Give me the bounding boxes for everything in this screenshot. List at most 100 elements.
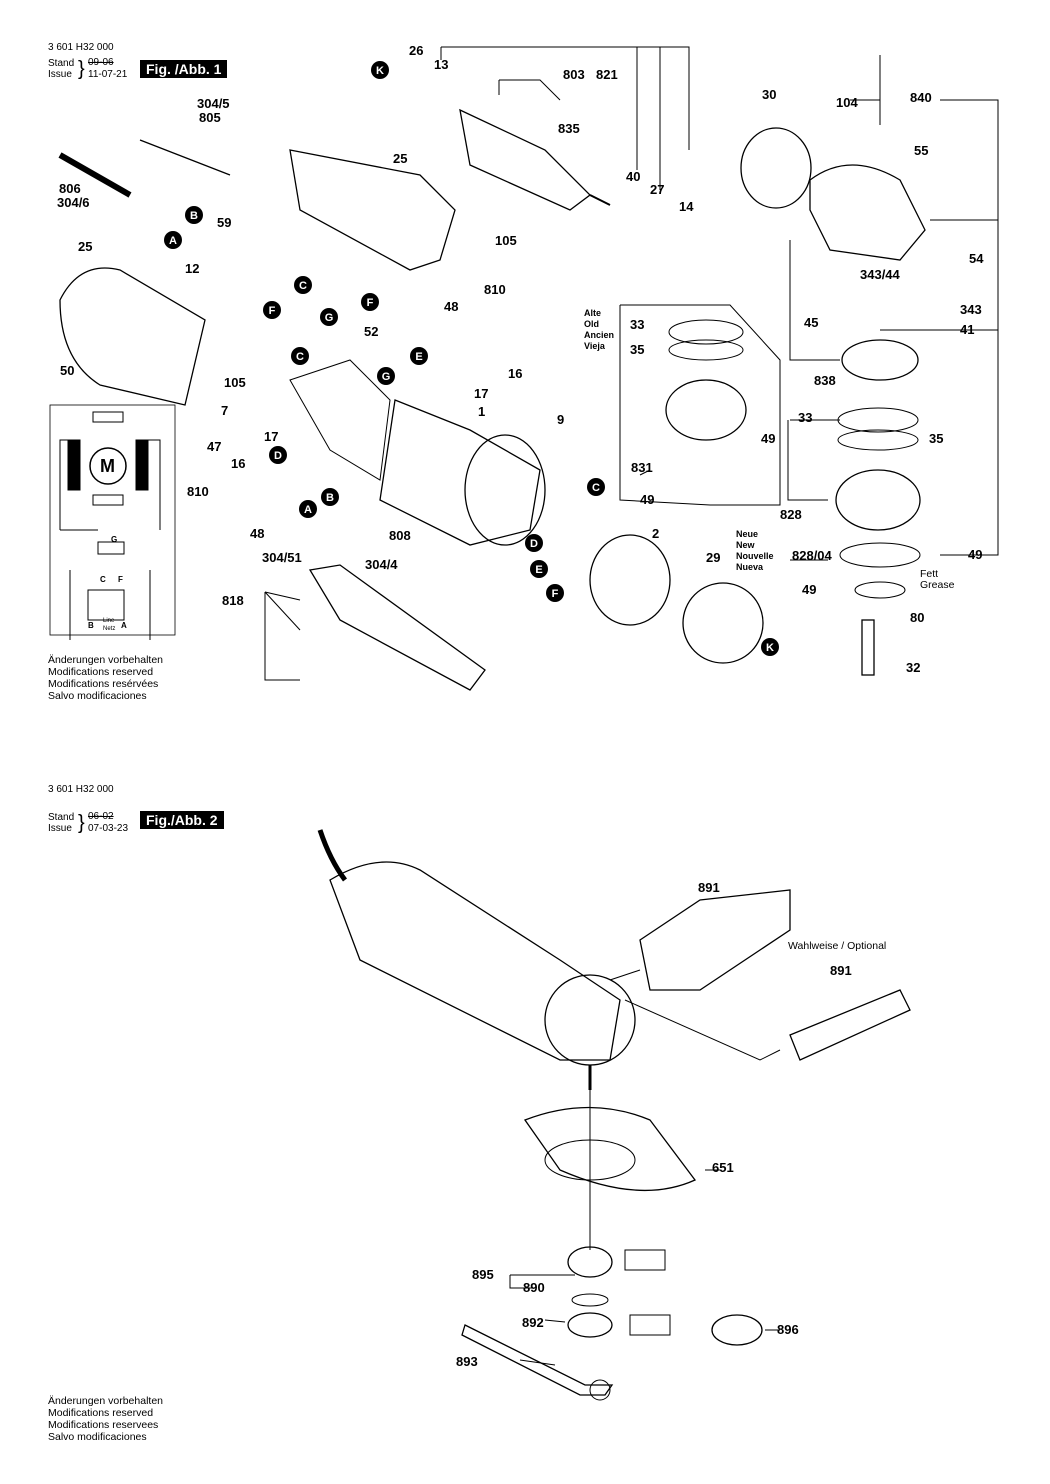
part-number-fig1-20: 25 — [78, 239, 93, 254]
callout-17: K — [761, 638, 779, 656]
callout-letter-7: E — [415, 351, 422, 363]
callout-letter-15: E — [535, 564, 542, 576]
stand-old-fig1: 09-06 — [88, 57, 114, 68]
callout-1: B — [185, 206, 203, 224]
part-number-fig1-49: 48 — [250, 526, 265, 541]
part-number-fig1-21: 48 — [444, 299, 459, 314]
callout-6: F — [361, 293, 379, 311]
part-number-fig1-6: 104 — [836, 95, 858, 110]
part-number-fig1-33: 7 — [221, 403, 229, 418]
part-number-fig1-50: 304/51 — [262, 550, 302, 565]
wiring-a-label: A — [121, 621, 127, 630]
version-new-line-2: New — [736, 540, 755, 550]
part-number-fig1-24: 343/44 — [860, 267, 900, 282]
footer-fig2-line-4: Salvo modificaciones — [48, 1431, 147, 1443]
part-number-fig1-54: 29 — [706, 550, 721, 565]
part-number-fig1-5: 30 — [762, 87, 777, 102]
figure-title-2: Fig./Abb. 2 — [140, 811, 224, 829]
version-old-line-4: Vieja — [584, 341, 605, 351]
part-number-fig1-26: 45 — [804, 315, 819, 330]
part-number-fig1-8: 40 — [626, 169, 641, 184]
part-number-fig1-4: 840 — [910, 90, 932, 105]
callout-letter-4: F — [269, 305, 276, 317]
part-number-fig1-16: 304/6 — [57, 195, 90, 210]
callout-2: A — [164, 231, 182, 249]
callout-4: F — [263, 301, 281, 319]
issue-label-fig1: Issue — [48, 69, 72, 80]
callout-14: D — [525, 534, 543, 552]
part-number-fig1-40: 35 — [929, 431, 944, 446]
part-number-fig1-17: 59 — [217, 215, 232, 230]
version-old-line-1: Alte — [584, 308, 602, 318]
part-number-fig1-3: 821 — [596, 67, 618, 82]
issue-label-fig2: Issue — [48, 823, 72, 834]
wiring-c-label: C — [100, 575, 106, 584]
callout-letter-6: F — [367, 297, 374, 309]
callout-3: C — [294, 276, 312, 294]
wiring-f-label: F — [118, 575, 123, 584]
part-number-fig1-42: 17 — [264, 429, 279, 444]
callout-letter-13: C — [592, 482, 600, 494]
footer-fig1-line-4: Salvo modificaciones — [48, 690, 147, 702]
part-number-fig2-2: 651 — [712, 1160, 734, 1175]
callout-13: C — [587, 478, 605, 496]
callout-15: E — [530, 560, 548, 578]
part-number-fig2-3: 895 — [472, 1267, 494, 1282]
part-number-fig1-37: 35 — [630, 342, 645, 357]
callout-letter-17: K — [766, 642, 774, 654]
part-number-fig2-0: 891 — [698, 880, 720, 895]
part-number-fig1-9: 27 — [650, 182, 665, 197]
stand-new-fig1: 11-07-21 — [88, 69, 128, 80]
part-number-fig1-7: 835 — [558, 121, 580, 136]
stand-new-fig2: 07-03-23 — [88, 823, 129, 834]
part-number-fig1-59: 818 — [222, 593, 244, 608]
version-old-line-2: Old — [584, 319, 599, 329]
version-old-line-3: Ancien — [584, 330, 615, 340]
part-number-fig1-45: 49 — [761, 431, 776, 446]
callout-letter-16: F — [552, 588, 559, 600]
version-new-line-3: Nouvelle — [736, 551, 774, 561]
part-number-fig1-47: 49 — [640, 492, 655, 507]
part-number-fig1-11: 55 — [914, 143, 929, 158]
wiring-motor-label: M — [100, 456, 115, 476]
callout-5: G — [320, 308, 338, 326]
part-number-fig1-30: 17 — [474, 386, 489, 401]
footer-fig1-line-2: Modifications reserved — [48, 666, 154, 678]
part-number-fig1-19: 12 — [185, 261, 200, 276]
part-number-fig1-10: 14 — [679, 199, 694, 214]
callout-9: G — [377, 367, 395, 385]
figure-title-1: Fig. /Abb. 1 — [140, 60, 228, 78]
footer-fig2-line-2: Modifications reserved — [48, 1407, 154, 1419]
wiring-b-label: B — [88, 621, 94, 630]
footer-fig2-line-1: Änderungen vorbehalten — [48, 1395, 164, 1407]
stand-label-fig2: Stand — [48, 812, 75, 823]
part-number-fig1-31: 50 — [60, 363, 75, 378]
callout-16: F — [546, 584, 564, 602]
part-number-fig2-4: 890 — [523, 1280, 545, 1295]
callout-11: B — [321, 488, 339, 506]
part-number-fig1-41: 47 — [207, 439, 222, 454]
callout-letter-2: A — [169, 235, 177, 247]
footer-fig1-line-3: Modifications resérvées — [48, 678, 159, 690]
part-number-fig1-34: 1 — [478, 404, 486, 419]
callout-10: D — [269, 446, 287, 464]
part-number-fig1-23: 54 — [969, 251, 984, 266]
part-number-fig1-1: 13 — [434, 57, 449, 72]
callout-letter-5: G — [325, 312, 334, 324]
version-new-line-1: Neue — [736, 529, 759, 539]
version-new-line-4: Nueva — [736, 562, 764, 572]
part-number-fig1-58: 80 — [910, 610, 925, 625]
wiring-netz-label: Netz — [103, 626, 116, 632]
footer-fig2-line-3: Modifications reservees — [48, 1419, 159, 1431]
callout-letter-1: B — [190, 210, 198, 222]
footer-fig1-line-1: Änderungen vorbehalten — [48, 654, 164, 666]
part-number-fig1-43: 16 — [231, 456, 246, 471]
callout-8: C — [291, 347, 309, 365]
part-number-fig1-57: 49 — [802, 582, 817, 597]
callout-7: E — [410, 347, 428, 365]
callout-12: A — [299, 500, 317, 518]
part-number-fig1-35: 9 — [557, 412, 565, 427]
part-number-fig1-51: 304/4 — [365, 557, 398, 572]
part-number-fig1-13: 304/5 — [197, 96, 230, 111]
